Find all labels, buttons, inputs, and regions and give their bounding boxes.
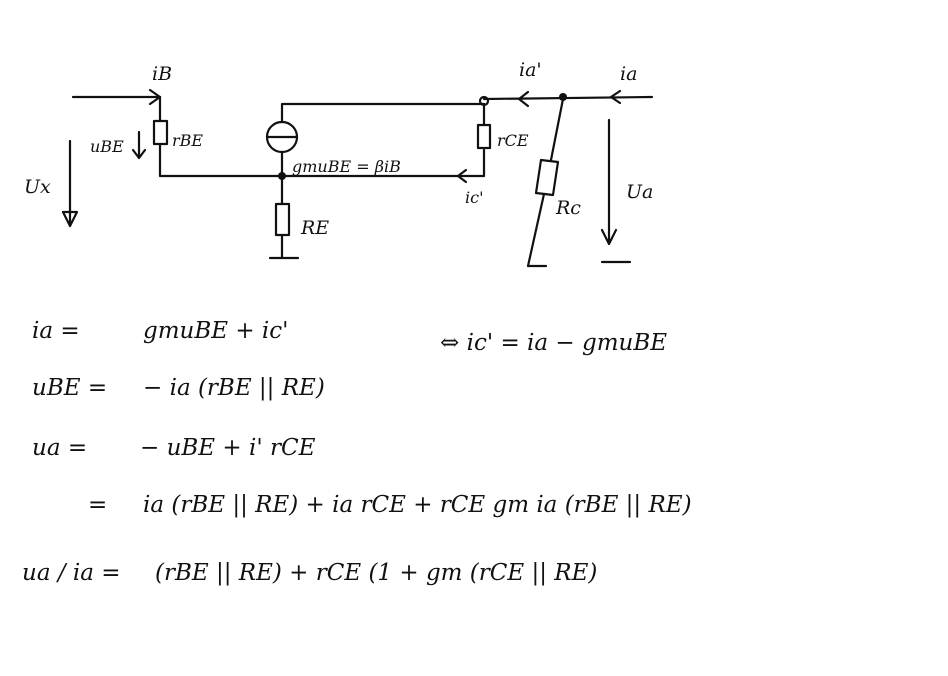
- ia-arrow: [609, 89, 622, 105]
- rc-wire: [526, 97, 565, 268]
- ux-arrow: [61, 139, 79, 228]
- rce-label: rCE: [497, 131, 529, 150]
- ua-arrow: [600, 118, 618, 246]
- emitter-collector-wire: [280, 148, 486, 178]
- eq5-lhs: ua / ia =: [22, 560, 121, 586]
- eq1-lhs: ia =: [32, 318, 80, 344]
- gm-source-label: gmuBE = βiB: [292, 157, 401, 176]
- rbe-wire-bottom: [158, 142, 284, 178]
- ua-label: Ua: [626, 181, 653, 203]
- eq5-rhs: (rBE || RE) + rCE (1 + gm (rCE || RE): [155, 560, 597, 586]
- re-resistor: [274, 202, 291, 237]
- re-label: RE: [300, 217, 329, 239]
- ic-prime-label: ic': [465, 188, 483, 207]
- ia-prime-label: ia': [519, 59, 542, 81]
- ia-label: ia: [620, 63, 637, 85]
- ia-prime-arrow: [517, 90, 530, 108]
- eq3-lhs: ua =: [32, 435, 87, 461]
- eq1-rhs: gmuBE + ic': [143, 318, 289, 344]
- eq4-rhs: ia (rBE || RE) + ia rCE + rCE gm ia (rBE…: [143, 492, 692, 518]
- output-wire: [482, 95, 654, 101]
- rc-label: Rc: [555, 197, 581, 219]
- source-wire-top: [280, 102, 486, 124]
- rce-resistor: [476, 123, 492, 150]
- small-signal-circuit: iB rBE uBE Ux gmuBE = βiB RE ic' rCE: [24, 59, 654, 268]
- ib-label: iB: [152, 63, 172, 85]
- ux-label: Ux: [24, 176, 51, 198]
- rc-resistor: [534, 158, 560, 197]
- rbe-label: rBE: [172, 131, 203, 150]
- ube-arrow: [131, 130, 147, 160]
- ic-prime-arrow: [456, 168, 468, 184]
- collector-node-open: [478, 95, 490, 107]
- re-wire-ground: [268, 233, 300, 260]
- eq1-extra: ⇔ ic' = ia − gmuBE: [440, 330, 667, 356]
- eq2-lhs: uBE =: [32, 375, 107, 401]
- ube-label: uBE: [90, 137, 124, 156]
- eq3-rhs: − uBE + i' rCE: [140, 435, 316, 461]
- base-current-arrow: [71, 88, 162, 106]
- eq4-lhs: =: [88, 492, 107, 518]
- rbe-resistor: [152, 119, 169, 146]
- eq2-rhs: − ia (rBE || RE): [143, 375, 325, 401]
- equations-block: ia = gmuBE + ic' ⇔ ic' = ia − gmuBE uBE …: [22, 318, 692, 586]
